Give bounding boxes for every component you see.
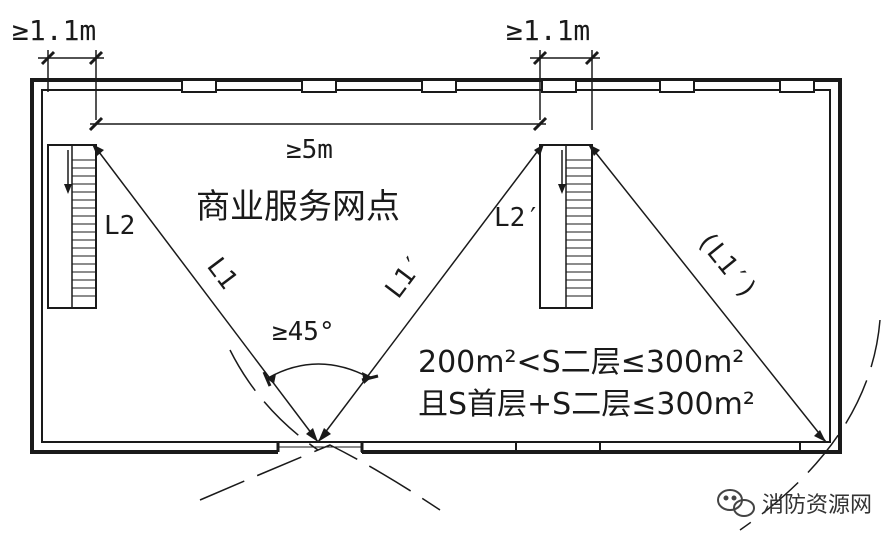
angle-marker	[262, 363, 379, 387]
bottom-doors	[276, 441, 801, 456]
condition-2-label: 且S首层+S二层≤300m²	[418, 387, 755, 422]
watermark: 消防资源网	[717, 489, 872, 518]
top-windows	[181, 79, 815, 93]
l2-left-label: L2	[104, 211, 135, 241]
l2-prime-label: L2′	[494, 203, 541, 233]
stair-spacing-label: ≥5m	[286, 135, 333, 165]
evacuation-lines	[92, 144, 827, 443]
line-l1-prime	[317, 147, 541, 443]
l1-prime-label: L1′	[380, 249, 432, 305]
stair-width-right-label: ≥1.1m	[506, 14, 590, 47]
condition-1-label: 200m²<S二层≤300m²	[418, 345, 744, 380]
stair-width-left-label: ≥1.1m	[12, 14, 96, 47]
dimension-left-stair-width	[38, 50, 104, 120]
l1-label: L1	[200, 252, 243, 295]
dimension-right-stair-width	[530, 50, 600, 130]
labels: ≥1.1m ≥1.1m ≥5m 商业服务网点 L2 L2′ L1 L1′ (L1…	[12, 14, 763, 422]
l1-prime-paren-label: (L1′)	[691, 226, 764, 306]
radius-arcs	[199, 319, 881, 531]
line-l1	[95, 147, 319, 443]
line-l1-prime-paren	[591, 147, 827, 443]
room-name-label: 商业服务网点	[196, 187, 400, 227]
wechat-icon	[717, 489, 755, 517]
dimension-stair-spacing	[88, 116, 548, 132]
angle-label: ≥45°	[272, 317, 335, 347]
right-staircase	[539, 144, 593, 309]
watermark-text: 消防资源网	[762, 493, 872, 518]
left-staircase	[47, 144, 97, 309]
